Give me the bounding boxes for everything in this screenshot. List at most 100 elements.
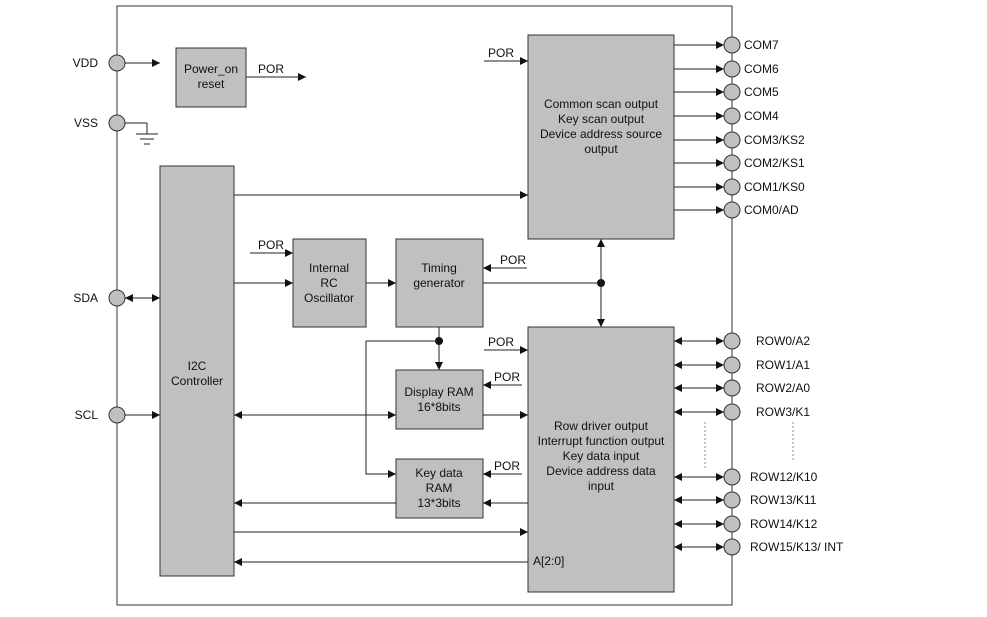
display-ram-line-1: Display RAM: [404, 385, 473, 399]
row-pin-3: ROW3/K1: [674, 403, 810, 421]
row-pin-label: ROW3/K1: [756, 405, 810, 419]
row-pin-circle: [723, 332, 741, 350]
power-on-reset-block: Power_on reset: [175, 47, 247, 108]
common-scan-line-1: Common scan output: [544, 97, 659, 111]
row-driver-line-5: input: [588, 479, 615, 493]
row-pin-label: ROW15/K13/ INT: [750, 540, 844, 554]
com-pin-label: COM6: [744, 62, 779, 76]
row-pin-label: ROW13/K11: [750, 493, 817, 507]
pin-sda: SDA: [73, 289, 126, 307]
row-pin-label: ROW1/A1: [756, 358, 810, 372]
com-pin-0: COM0/AD: [674, 201, 799, 219]
com-pin-label: COM3/KS2: [744, 133, 805, 147]
row-pin-15: ROW15/K13/ INT: [674, 538, 844, 556]
por-label-common: POR: [488, 46, 514, 60]
row-driver-line-4: Device address data: [546, 464, 656, 478]
pin-scl-circle: [108, 406, 126, 424]
row-pin-circle: [723, 468, 741, 486]
pin-scl: SCL: [75, 406, 126, 424]
com-pin-3: COM3/KS2: [674, 131, 805, 149]
row-pin-circle: [723, 403, 741, 421]
row-pin-circle: [723, 356, 741, 374]
row-driver-block: Row driver output Interrupt function out…: [527, 326, 675, 593]
pin-vss-circle: [108, 114, 126, 132]
com-pin-6: COM6: [674, 60, 779, 78]
common-scan-line-2: Key scan output: [558, 112, 645, 126]
com-pin-circle: [723, 36, 741, 54]
timing-line-1: Timing: [421, 261, 457, 275]
timing-key-wire: [365, 340, 439, 478]
com-pin-2: COM2/KS1: [674, 154, 805, 172]
pin-vss: VSS: [74, 114, 126, 132]
key-ram-line-3: 13*3bits: [417, 496, 460, 510]
common-scan-block: Common scan output Key scan output Devic…: [527, 34, 675, 240]
com-pin-label: COM7: [744, 38, 779, 52]
row-pin-circle: [723, 491, 741, 509]
row-pin-1: ROW1/A1: [674, 356, 810, 374]
por-label-osc: POR: [258, 238, 284, 252]
row-pin-circle: [723, 379, 741, 397]
timing-generator-block: Timing generator: [395, 238, 484, 328]
pin-vdd-circle: [108, 54, 126, 72]
row-pin-label: ROW0/A2: [756, 334, 810, 348]
power-on-reset-line-1: Power_on: [184, 62, 238, 76]
por-label-row: POR: [488, 335, 514, 349]
i2c-line-1: I2C: [188, 359, 207, 373]
oscillator-line-3: Oscillator: [304, 291, 354, 305]
por-label-output: POR: [258, 62, 284, 76]
row-driver-line-2: Interrupt function output: [538, 434, 665, 448]
common-scan-line-4: output: [584, 142, 618, 156]
por-label-timing: POR: [500, 253, 526, 267]
com-pin-circle: [723, 60, 741, 78]
pin-vdd-label: VDD: [73, 56, 99, 70]
i2c-line-2: Controller: [171, 374, 223, 388]
com-pin-circle: [723, 154, 741, 172]
por-label-display: POR: [494, 370, 520, 384]
com-pin-label: COM5: [744, 85, 779, 99]
oscillator-line-1: Internal: [309, 261, 349, 275]
display-ram-block: Display RAM 16*8bits: [395, 369, 484, 430]
com-pin-7: COM7: [674, 36, 779, 54]
com-pin-1: COM1/KS0: [674, 178, 805, 196]
display-ram-line-2: 16*8bits: [417, 400, 460, 414]
row-pin-circle: [723, 538, 741, 556]
com-pin-circle: [723, 178, 741, 196]
pin-sda-label: SDA: [73, 291, 98, 305]
com-pin-circle: [723, 83, 741, 101]
ground-symbol: [125, 122, 158, 145]
com-pin-4: COM4: [674, 107, 779, 125]
com-pin-5: COM5: [674, 83, 779, 101]
row-pin-2: ROW2/A0: [674, 379, 810, 397]
key-ram-line-1: Key data: [415, 466, 463, 480]
com-pin-circle: [723, 131, 741, 149]
row-pin-label: ROW14/K12: [750, 517, 818, 531]
com-pin-label: COM0/AD: [744, 203, 799, 217]
por-label-key: POR: [494, 459, 520, 473]
address-input-label: A[2:0]: [533, 554, 564, 568]
pin-vdd: VDD: [73, 54, 126, 72]
key-ram-line-2: RAM: [426, 481, 453, 495]
i2c-controller-block: I2C Controller: [159, 165, 235, 577]
key-data-ram-block: Key data RAM 13*3bits: [395, 458, 484, 519]
pin-scl-label: SCL: [75, 408, 99, 422]
row-pin-12: ROW12/K10: [674, 468, 818, 486]
row-pin-label: ROW12/K10: [750, 470, 818, 484]
com-pin-circle: [723, 201, 741, 219]
row-pin-label: ROW2/A0: [756, 381, 810, 395]
row-driver-line-3: Key data input: [563, 449, 640, 463]
com-pin-circle: [723, 107, 741, 125]
timing-line-2: generator: [413, 276, 464, 290]
row-pin-circle: [723, 515, 741, 533]
com-pin-label: COM4: [744, 109, 779, 123]
row-pin-0: ROW0/A2: [674, 332, 810, 350]
row-pin-14: ROW14/K12: [674, 515, 818, 533]
oscillator-line-2: RC: [320, 276, 338, 290]
common-scan-line-3: Device address source: [540, 127, 662, 141]
row-pin-13: ROW13/K11: [674, 491, 817, 509]
oscillator-block: Internal RC Oscillator: [292, 238, 367, 328]
power-on-reset-line-2: reset: [198, 77, 225, 91]
row-driver-line-1: Row driver output: [554, 419, 649, 433]
pin-sda-circle: [108, 289, 126, 307]
pin-vss-label: VSS: [74, 116, 98, 130]
